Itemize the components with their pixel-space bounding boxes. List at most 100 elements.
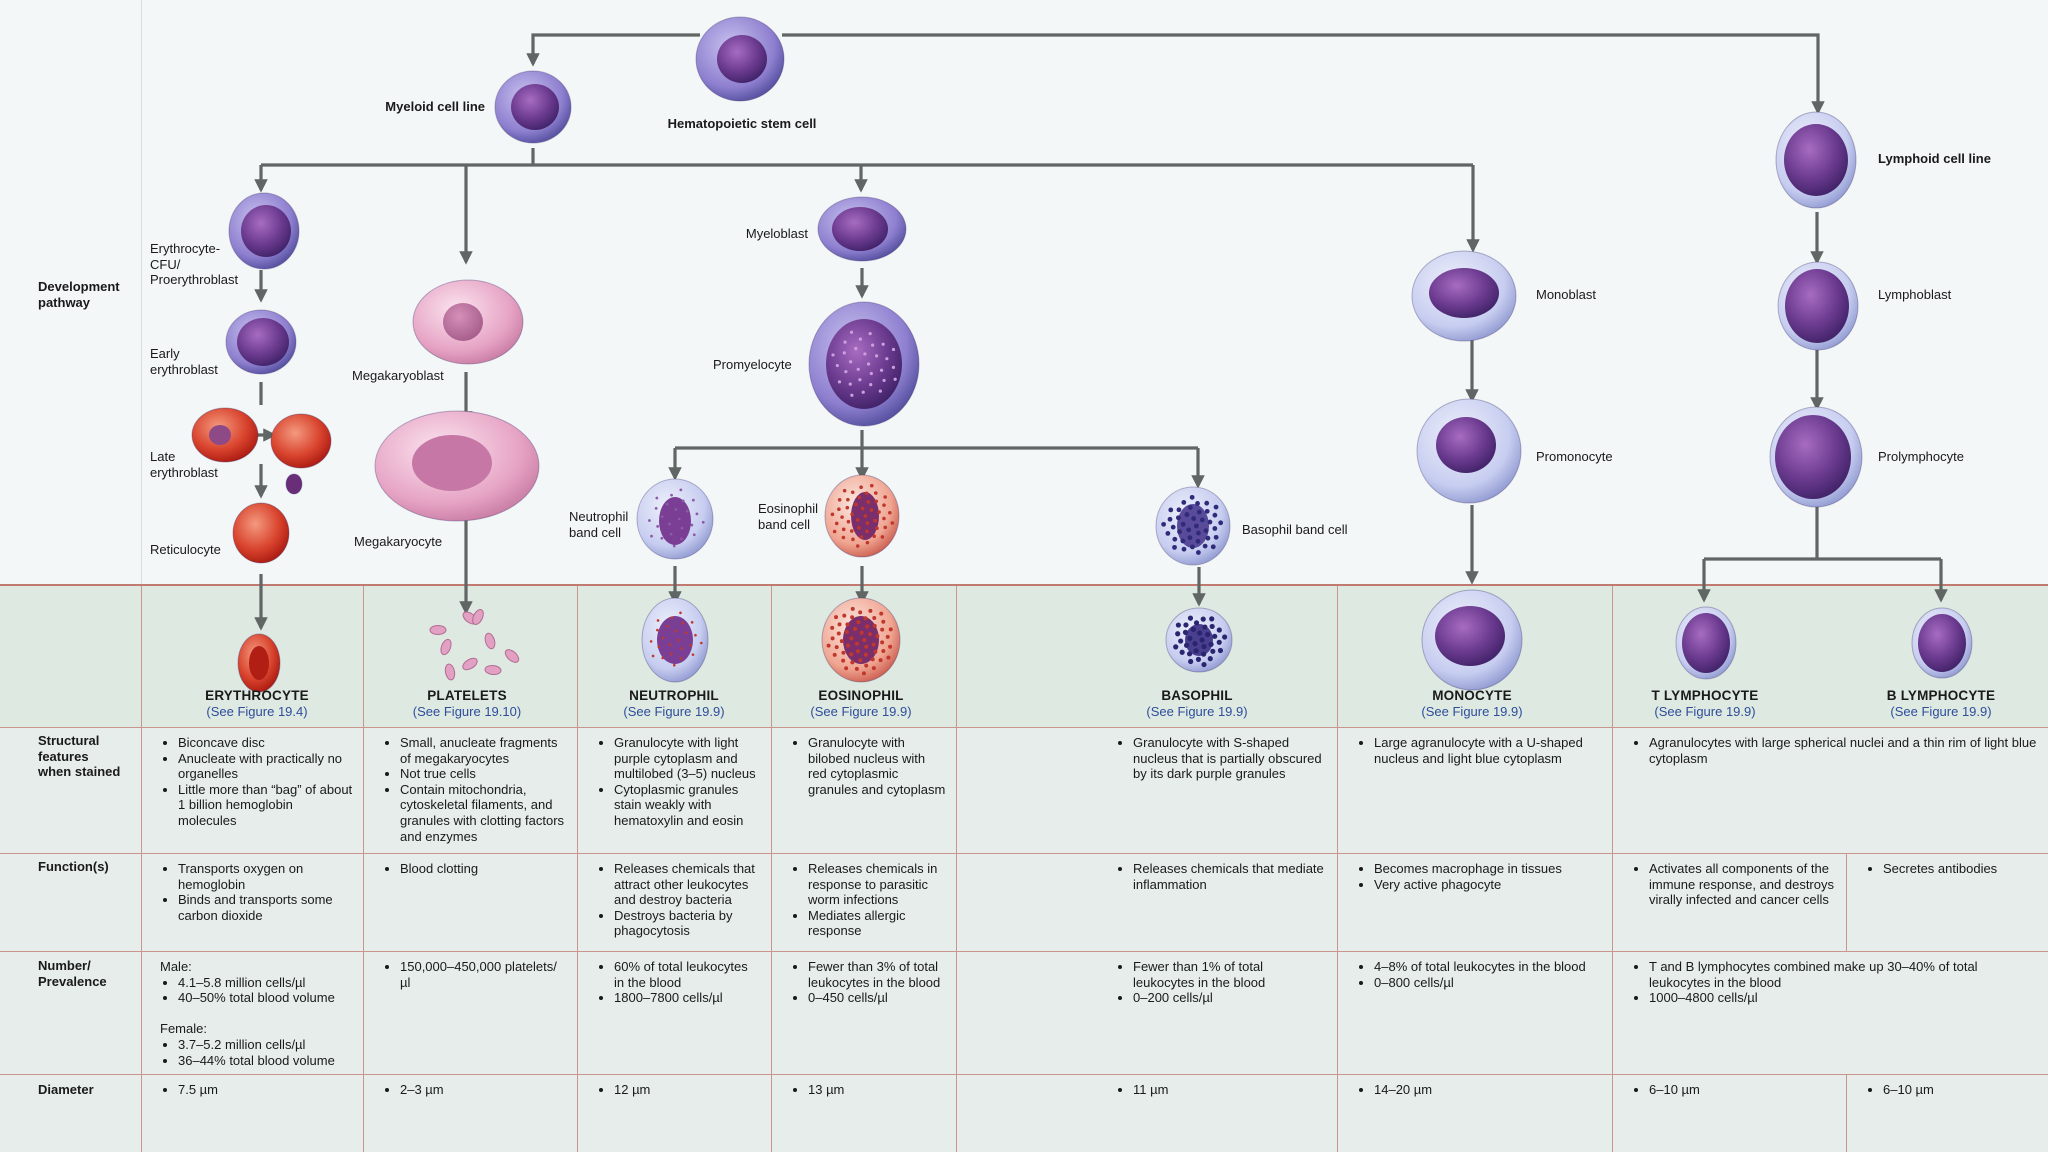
figure-reference-link[interactable]: (See Figure 19.9) bbox=[1890, 704, 1992, 719]
table-cell-function: Becomes macrophage in tissuesVery active… bbox=[1337, 853, 1612, 951]
bullet-item: Binds and transports some carbon dioxide bbox=[178, 892, 353, 923]
early-erythroblast-label: Early erythroblast bbox=[150, 346, 218, 377]
bullet-item: 4–8% of total leukocytes in the blood bbox=[1374, 959, 1602, 975]
table-cell-diameter: 11 µm bbox=[956, 1074, 1337, 1152]
figure-reference-link[interactable]: (See Figure 19.9) bbox=[623, 704, 725, 719]
eosinophil-band-cell bbox=[824, 474, 900, 558]
arrow bbox=[526, 33, 700, 67]
monocyte bbox=[1421, 589, 1523, 691]
table-cell-structural: Granulocyte with light purple cytoplasm … bbox=[577, 727, 771, 853]
figure-reference-link[interactable]: (See Figure 19.9) bbox=[1654, 704, 1756, 719]
group-heading: Female: bbox=[160, 1021, 207, 1037]
bullet-item: Little more than “bag” of about 1 billio… bbox=[178, 782, 353, 829]
bullet-item: Fewer than 3% of total leukocytes in the… bbox=[808, 959, 946, 990]
neutrophil bbox=[641, 597, 709, 683]
bullet-item: Small, anucleate fragments of megakaryoc… bbox=[400, 735, 567, 766]
bullet-item: Transports oxygen on hemoglobin bbox=[178, 861, 353, 892]
table-cell-function: Secretes antibodies bbox=[1846, 853, 2048, 951]
row-divider bbox=[0, 853, 2048, 854]
bullet-item: Granulocyte with bilobed nucleus with re… bbox=[808, 735, 946, 797]
myeloid-cell-line-label: Myeloid cell line bbox=[385, 99, 485, 114]
table-cell-structural: Small, anucleate fragments of megakaryoc… bbox=[363, 727, 577, 853]
bullet-item: 6–10 µm bbox=[1649, 1082, 1836, 1098]
late-erythroblast-label: Late erythroblast bbox=[150, 449, 218, 480]
group-heading: Male: bbox=[160, 959, 192, 974]
bullet-item: 36–44% total blood volume bbox=[178, 1053, 353, 1069]
column-divider bbox=[363, 586, 364, 727]
prolymphocyte-label: Prolymphocyte bbox=[1878, 449, 1964, 464]
row-label-diameter: Diameter bbox=[38, 1082, 94, 1097]
platelet bbox=[472, 609, 484, 625]
platelet bbox=[484, 632, 496, 650]
eosinophil bbox=[821, 597, 901, 683]
bullet-item: Releases chemicals that mediate inflamma… bbox=[1133, 861, 1327, 892]
extruded-nucleus bbox=[285, 473, 303, 495]
bullet-item: Secretes antibodies bbox=[1883, 861, 2038, 877]
header-neutrophil: NEUTROPHIL(See Figure 19.9) bbox=[623, 688, 724, 720]
development-pathway-label: Development pathway bbox=[38, 279, 120, 310]
table-cell-diameter: 2–3 µm bbox=[363, 1074, 577, 1152]
header-b-lymphocyte: B LYMPHOCYTE(See Figure 19.9) bbox=[1887, 688, 1995, 720]
bullet-item: T and B lymphocytes combined make up 30–… bbox=[1649, 959, 2038, 990]
bullet-item: Not true cells bbox=[400, 766, 567, 782]
bullet-item: 13 µm bbox=[808, 1082, 946, 1098]
bullet-item: Biconcave disc bbox=[178, 735, 353, 751]
bullet-item: 0–200 cells/µl bbox=[1133, 990, 1327, 1006]
bullet-item: Destroys bacteria by phagocytosis bbox=[614, 908, 761, 939]
bullet-item: 7.5 µm bbox=[178, 1082, 353, 1098]
monoblast bbox=[1411, 250, 1517, 342]
table-cell-structural: Agranulocytes with large spherical nucle… bbox=[1612, 727, 2048, 853]
promonocyte-label: Promonocyte bbox=[1536, 449, 1613, 464]
figure-reference-link[interactable]: (See Figure 19.9) bbox=[810, 704, 912, 719]
bullet-item: Releases chemicals in response to parasi… bbox=[808, 861, 946, 908]
cell-illustrations bbox=[191, 16, 1973, 693]
figure-reference-link[interactable]: (See Figure 19.9) bbox=[1421, 704, 1523, 719]
platelet bbox=[504, 649, 520, 663]
header-erythrocyte: ERYTHROCYTE(See Figure 19.4) bbox=[205, 688, 309, 720]
figure-reference-link[interactable]: (See Figure 19.10) bbox=[412, 704, 522, 719]
arrow bbox=[782, 33, 1825, 115]
basophil-band-cell bbox=[1155, 486, 1231, 566]
table-cell-diameter: 6–10 µm bbox=[1612, 1074, 1846, 1152]
lineage-arrows bbox=[254, 33, 1948, 631]
cell-name: ERYTHROCYTE bbox=[205, 688, 309, 703]
bullet-item: 4.1–5.8 million cells/µl bbox=[178, 975, 353, 991]
header-platelets: PLATELETS(See Figure 19.10) bbox=[413, 688, 521, 720]
label-column-divider bbox=[141, 0, 142, 584]
bullet-item: Cytoplasmic granules stain weakly with h… bbox=[614, 782, 761, 829]
table-cell-structural: Biconcave discAnucleate with practically… bbox=[141, 727, 363, 853]
bullet-item: Activates all components of the immune r… bbox=[1649, 861, 1836, 908]
row-divider bbox=[0, 1074, 2048, 1075]
table-cell-function: Activates all components of the immune r… bbox=[1612, 853, 1846, 951]
figure-reference-link[interactable]: (See Figure 19.9) bbox=[1146, 704, 1248, 719]
table-cell-structural: Granulocyte with S-shaped nucleus that i… bbox=[956, 727, 1337, 853]
reticulocyte bbox=[232, 502, 290, 564]
bullet-item: Granulocyte with S-shaped nucleus that i… bbox=[1133, 735, 1327, 782]
erythrocyte bbox=[237, 633, 281, 693]
bullet-item: Blood clotting bbox=[400, 861, 567, 877]
platelet bbox=[462, 657, 478, 671]
column-divider bbox=[1612, 586, 1613, 727]
row-label-structural: Structural features when stained bbox=[38, 733, 121, 780]
bullet-item: Releases chemicals that attract other le… bbox=[614, 861, 761, 908]
bullet-item: 6–10 µm bbox=[1883, 1082, 2038, 1098]
row-divider bbox=[0, 951, 2048, 952]
table-cell-structural: Large agranulocyte with a U-shaped nucle… bbox=[1337, 727, 1612, 853]
table-cell-number: Fewer than 3% of total leukocytes in the… bbox=[771, 951, 956, 1074]
myeloblast bbox=[817, 196, 907, 262]
column-divider bbox=[771, 586, 772, 727]
prolymphocyte bbox=[1769, 406, 1863, 508]
t-lymphocyte bbox=[1675, 606, 1737, 680]
table-body-band bbox=[0, 727, 2048, 1152]
column-divider bbox=[1337, 586, 1338, 727]
basophil-band-cell-label: Basophil band cell bbox=[1242, 522, 1348, 537]
bullet-item: 2–3 µm bbox=[400, 1082, 567, 1098]
row-divider bbox=[0, 727, 2048, 728]
myeloblast-label: Myeloblast bbox=[745, 226, 808, 241]
figure-reference-link[interactable]: (See Figure 19.4) bbox=[206, 704, 308, 719]
lymphoblast bbox=[1777, 261, 1859, 351]
promyelocyte bbox=[808, 301, 920, 427]
table-cell-diameter: 7.5 µm bbox=[141, 1074, 363, 1152]
table-cell-structural: Granulocyte with bilobed nucleus with re… bbox=[771, 727, 956, 853]
